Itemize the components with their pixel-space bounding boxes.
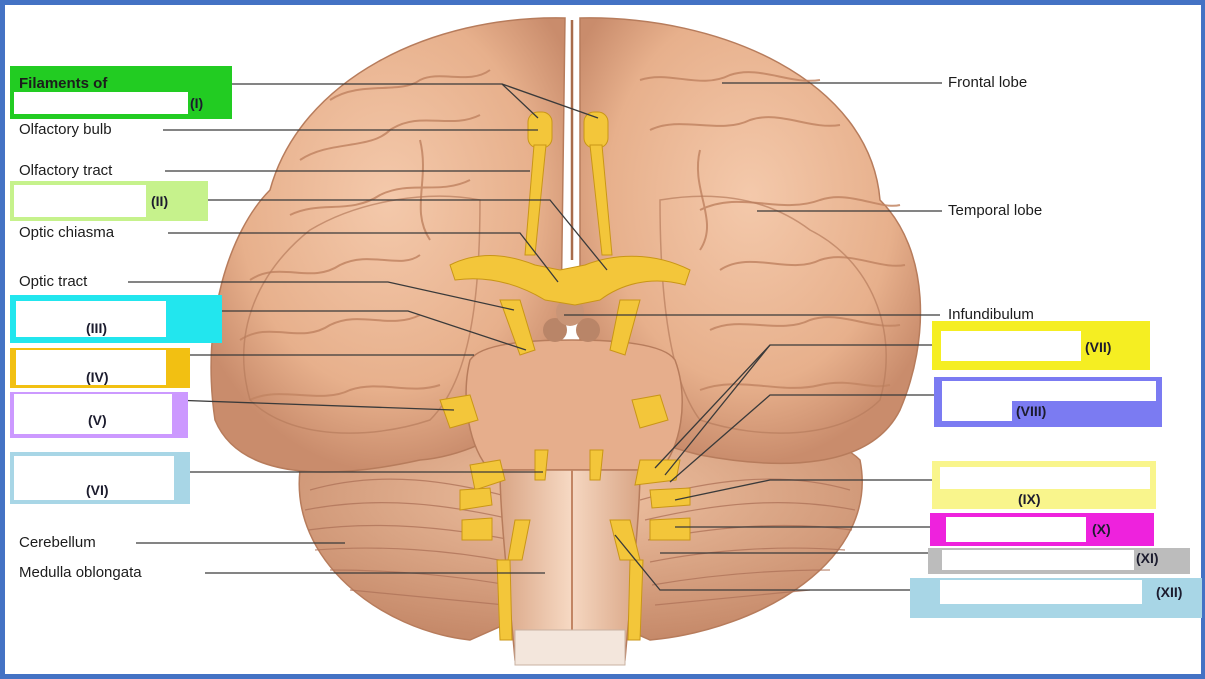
answer-blank-VIII[interactable] — [942, 381, 1156, 401]
nerve-box-IX: (IX) — [932, 461, 1156, 509]
roman-VII: (VII) — [1085, 339, 1111, 355]
nerve-box-X: (X) — [930, 513, 1154, 546]
answer-blank-II[interactable] — [14, 185, 146, 217]
roman-XII: (XII) — [1156, 584, 1182, 600]
nerve-box-VII: (VII) — [932, 321, 1150, 370]
answer-blank-IX[interactable] — [940, 467, 1150, 489]
answer-blank-VII[interactable] — [941, 331, 1081, 361]
roman-I: (I) — [190, 95, 203, 111]
nerve-box-IV: (IV) — [10, 348, 190, 388]
label-optic-tract: Optic tract — [19, 273, 87, 291]
label-filaments-of: Filaments of — [19, 75, 107, 93]
roman-V: (V) — [88, 412, 107, 428]
nerve-box-XI: (XI) — [928, 548, 1190, 574]
roman-III: (III) — [86, 320, 107, 336]
roman-X: (X) — [1092, 521, 1111, 537]
roman-VIII: (VIII) — [1016, 403, 1046, 419]
answer-blank-I[interactable] — [14, 92, 188, 114]
answer-blank-X[interactable] — [946, 517, 1086, 542]
label-cerebellum: Cerebellum — [19, 534, 96, 552]
nerve-box-V: (V) — [10, 392, 188, 438]
roman-IX: (IX) — [1018, 491, 1041, 507]
label-olfactory-tract: Olfactory tract — [19, 162, 112, 180]
label-temporal-lobe: Temporal lobe — [948, 202, 1042, 220]
roman-XI: (XI) — [1136, 550, 1159, 566]
nerve-box-I: Filaments of (I) — [10, 66, 232, 119]
nerve-box-III: (III) — [10, 295, 222, 343]
nerve-box-VIII: (VIII) — [934, 377, 1162, 427]
answer-blank-VIII-lower — [942, 399, 1012, 421]
roman-IV: (IV) — [86, 369, 109, 385]
label-frontal-lobe: Frontal lobe — [948, 74, 1027, 92]
label-olfactory-bulb: Olfactory bulb — [19, 121, 112, 139]
nerve-box-II: (II) — [10, 181, 208, 221]
answer-blank-XII[interactable] — [940, 580, 1142, 604]
nerve-box-XII: (XII) — [910, 578, 1202, 618]
answer-blank-XI[interactable] — [942, 550, 1134, 570]
roman-II: (II) — [151, 193, 168, 209]
label-medulla-oblongata: Medulla oblongata — [19, 564, 142, 582]
nerve-box-VI: (VI) — [10, 452, 190, 504]
roman-VI: (VI) — [86, 482, 109, 498]
label-optic-chiasma: Optic chiasma — [19, 224, 114, 242]
